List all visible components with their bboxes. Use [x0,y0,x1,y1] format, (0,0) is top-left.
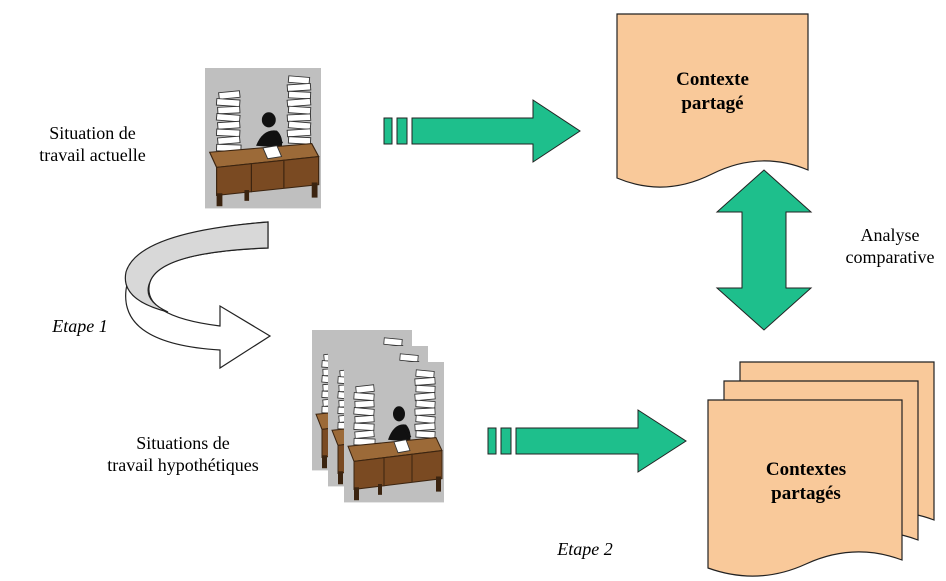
shared-context-title: Contexte partagé [630,68,795,116]
current-situation-label: Situation de travail actuelle [10,122,175,166]
shared-contexts-title: Contextes partagés [716,458,896,506]
shared-contexts-line1: Contextes [765,459,847,480]
arrow-to-shared-contexts [487,409,687,473]
analysis-line2: comparative [845,247,935,267]
shared-contexts-line2: partagés [771,483,841,504]
shared-context-document [616,13,809,188]
step2-label: Etape 2 [557,539,613,559]
shared-context-line2: partagé [681,93,744,114]
arrow-to-shared-context [383,99,581,163]
hypothetical-work-clipart [310,328,446,505]
current-work-clipart [203,66,323,211]
analysis-line1: Analyse [860,225,920,245]
step1-curved-arrow [124,221,272,370]
hypothetical-line2: travail hypothétiques [107,455,259,475]
hypothetical-situations-label: Situations de travail hypothétiques [88,432,278,476]
step1-label: Etape 1 [52,316,108,336]
comparative-analysis-label: Analyse comparative [836,224,944,268]
shared-context-line1: Contexte [676,69,749,90]
hypothetical-line1: Situations de [136,433,230,453]
current-situation-line1: Situation de [49,123,136,143]
shared-contexts-documents [707,361,935,577]
current-situation-line2: travail actuelle [39,145,146,165]
comparative-analysis-arrow [715,169,813,331]
